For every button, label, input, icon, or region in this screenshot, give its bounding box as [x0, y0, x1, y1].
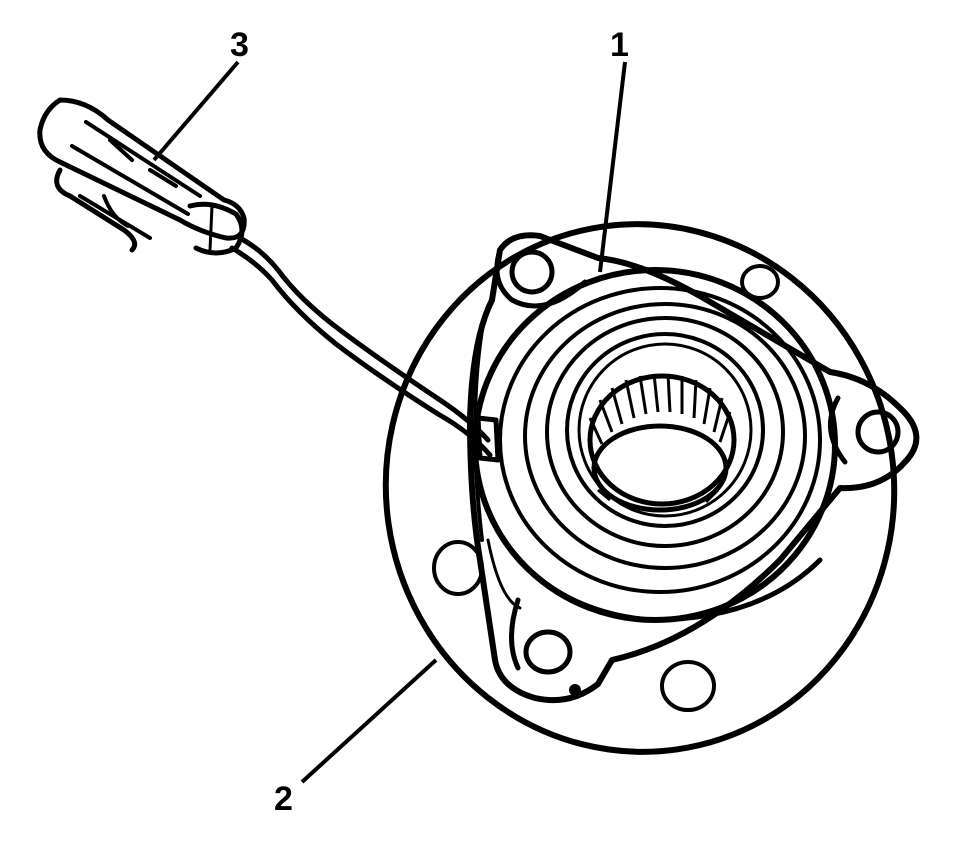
splined-bore	[587, 373, 737, 513]
sensor-screw	[569, 684, 581, 696]
callout-hub-bearing: 1	[610, 26, 629, 64]
hub-bearing	[472, 267, 838, 623]
bolt-hole	[855, 409, 901, 455]
callout-sensor-connector: 3	[230, 26, 249, 64]
bolt-hole	[523, 629, 573, 675]
leader-line-3	[152, 60, 240, 162]
sensor-connector	[37, 97, 247, 256]
spline-teeth	[588, 373, 732, 504]
bolt-hole	[509, 249, 555, 295]
wheel-flange	[382, 221, 898, 755]
leader-line-1	[598, 61, 627, 273]
leader-line-2	[300, 658, 438, 784]
stud-hole	[660, 660, 716, 712]
stud-hole	[740, 264, 780, 300]
callout-wheel-flange: 2	[274, 780, 293, 818]
sensor-harness	[229, 235, 501, 463]
mounting-flange	[467, 232, 920, 704]
stud-hole	[432, 540, 484, 596]
leader-lines	[152, 60, 627, 784]
